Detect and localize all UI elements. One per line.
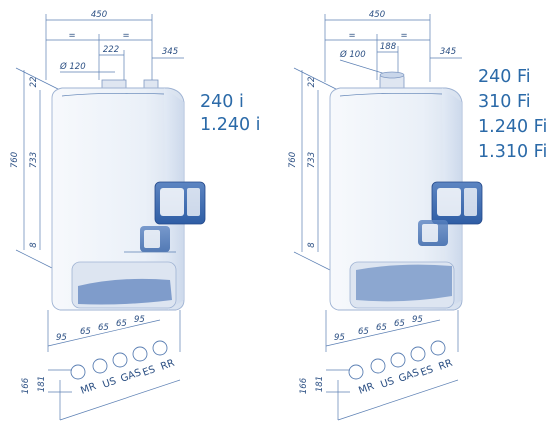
right-connection-us bbox=[370, 358, 386, 374]
left-spacing-2: 65 bbox=[80, 327, 91, 337]
right-spacing-2: 65 bbox=[358, 327, 369, 337]
right-connection-gas bbox=[390, 352, 406, 368]
right-top-gap-label: 22 bbox=[307, 77, 317, 88]
left-label-us: US bbox=[101, 376, 118, 391]
right-height-label: 760 bbox=[288, 152, 298, 168]
right-label-es: ES bbox=[419, 364, 435, 379]
left-half-a: = bbox=[68, 31, 75, 41]
right-half-a: = bbox=[348, 31, 355, 41]
right-model-2: 310 Fi bbox=[478, 92, 531, 112]
left-spacing-1: 95 bbox=[56, 333, 67, 343]
right-bottom-gap-label: 8 bbox=[307, 242, 317, 248]
left-label-gas: GAS bbox=[119, 367, 142, 384]
right-label-us: US bbox=[379, 376, 396, 391]
right-side-dimensions: 760 733 22 8 bbox=[288, 67, 339, 275]
right-offset-label: 188 bbox=[380, 42, 397, 52]
right-label-gas: GAS bbox=[397, 367, 420, 384]
right-connection-rr bbox=[430, 340, 446, 356]
left-model-1: 240 i bbox=[200, 92, 244, 112]
right-depth-label: 345 bbox=[440, 47, 456, 57]
left-display-band bbox=[78, 278, 172, 305]
right-inner-height-label: 733 bbox=[307, 152, 317, 168]
left-top-gap-label: 22 bbox=[29, 77, 39, 88]
right-flue-label: Ø 100 bbox=[339, 49, 366, 60]
left-height-label: 760 bbox=[10, 152, 20, 168]
left-model-2: 1.240 i bbox=[200, 115, 261, 135]
left-connection-us bbox=[92, 358, 108, 374]
right-top-dimensions: 450 = = 188 345 Ø 100 bbox=[324, 10, 462, 82]
right-display-band bbox=[356, 264, 452, 302]
left-connection-es bbox=[132, 346, 148, 362]
left-offset-label: 222 bbox=[103, 45, 119, 55]
right-width-label: 450 bbox=[369, 10, 385, 20]
left-connection-rr bbox=[152, 340, 168, 356]
left-spacing-4: 65 bbox=[116, 319, 127, 329]
left-label-es: ES bbox=[141, 364, 157, 379]
left-flue-label: Ø 120 bbox=[59, 61, 86, 72]
right-half-b: = bbox=[400, 31, 407, 41]
left-boiler-body bbox=[51, 79, 206, 311]
right-vertical-166: 166 bbox=[299, 377, 309, 394]
right-label-mr: MR bbox=[357, 381, 375, 397]
right-spacing-4: 65 bbox=[394, 319, 405, 329]
right-model-3: 1.240 Fi bbox=[478, 117, 547, 137]
left-inner-height-label: 733 bbox=[29, 152, 39, 168]
right-boiler-body bbox=[329, 71, 483, 311]
left-connections: 95 65 65 65 95 181 166 MR US GAS ES RR bbox=[21, 310, 181, 421]
right-spacing-3: 65 bbox=[376, 323, 387, 333]
right-vertical-181: 181 bbox=[315, 376, 325, 392]
right-unit: 450 = = 188 345 Ø 100 760 733 22 8 bbox=[288, 10, 547, 421]
left-bottom-gap-label: 8 bbox=[29, 242, 39, 248]
right-model-1: 240 Fi bbox=[478, 67, 531, 87]
left-connection-gas bbox=[112, 352, 128, 368]
right-label-rr: RR bbox=[437, 358, 454, 373]
left-connection-mr bbox=[70, 364, 86, 380]
left-spacing-5: 95 bbox=[134, 315, 145, 325]
left-depth-label: 345 bbox=[162, 47, 178, 57]
left-label-rr: RR bbox=[159, 358, 176, 373]
left-unit: 450 = = 222 345 Ø 120 760 733 22 8 bbox=[10, 10, 261, 421]
right-model-4: 1.310 Fi bbox=[478, 142, 547, 162]
right-spacing-5: 95 bbox=[412, 315, 423, 325]
right-connections: 95 65 65 65 95 181 166 MR US GAS ES RR bbox=[299, 310, 459, 421]
left-spacing-3: 65 bbox=[98, 323, 109, 333]
left-vertical-166: 166 bbox=[21, 377, 31, 394]
right-spacing-1: 95 bbox=[334, 333, 345, 343]
left-vertical-181: 181 bbox=[37, 376, 47, 392]
left-half-b: = bbox=[122, 31, 129, 41]
left-width-label: 450 bbox=[91, 10, 107, 20]
left-top-dimensions: 450 = = 222 345 Ø 120 bbox=[45, 10, 184, 85]
left-side-dimensions: 760 733 22 8 bbox=[10, 67, 61, 273]
left-label-mr: MR bbox=[79, 381, 97, 397]
right-connection-es bbox=[410, 346, 426, 362]
right-connection-mr bbox=[348, 364, 364, 380]
